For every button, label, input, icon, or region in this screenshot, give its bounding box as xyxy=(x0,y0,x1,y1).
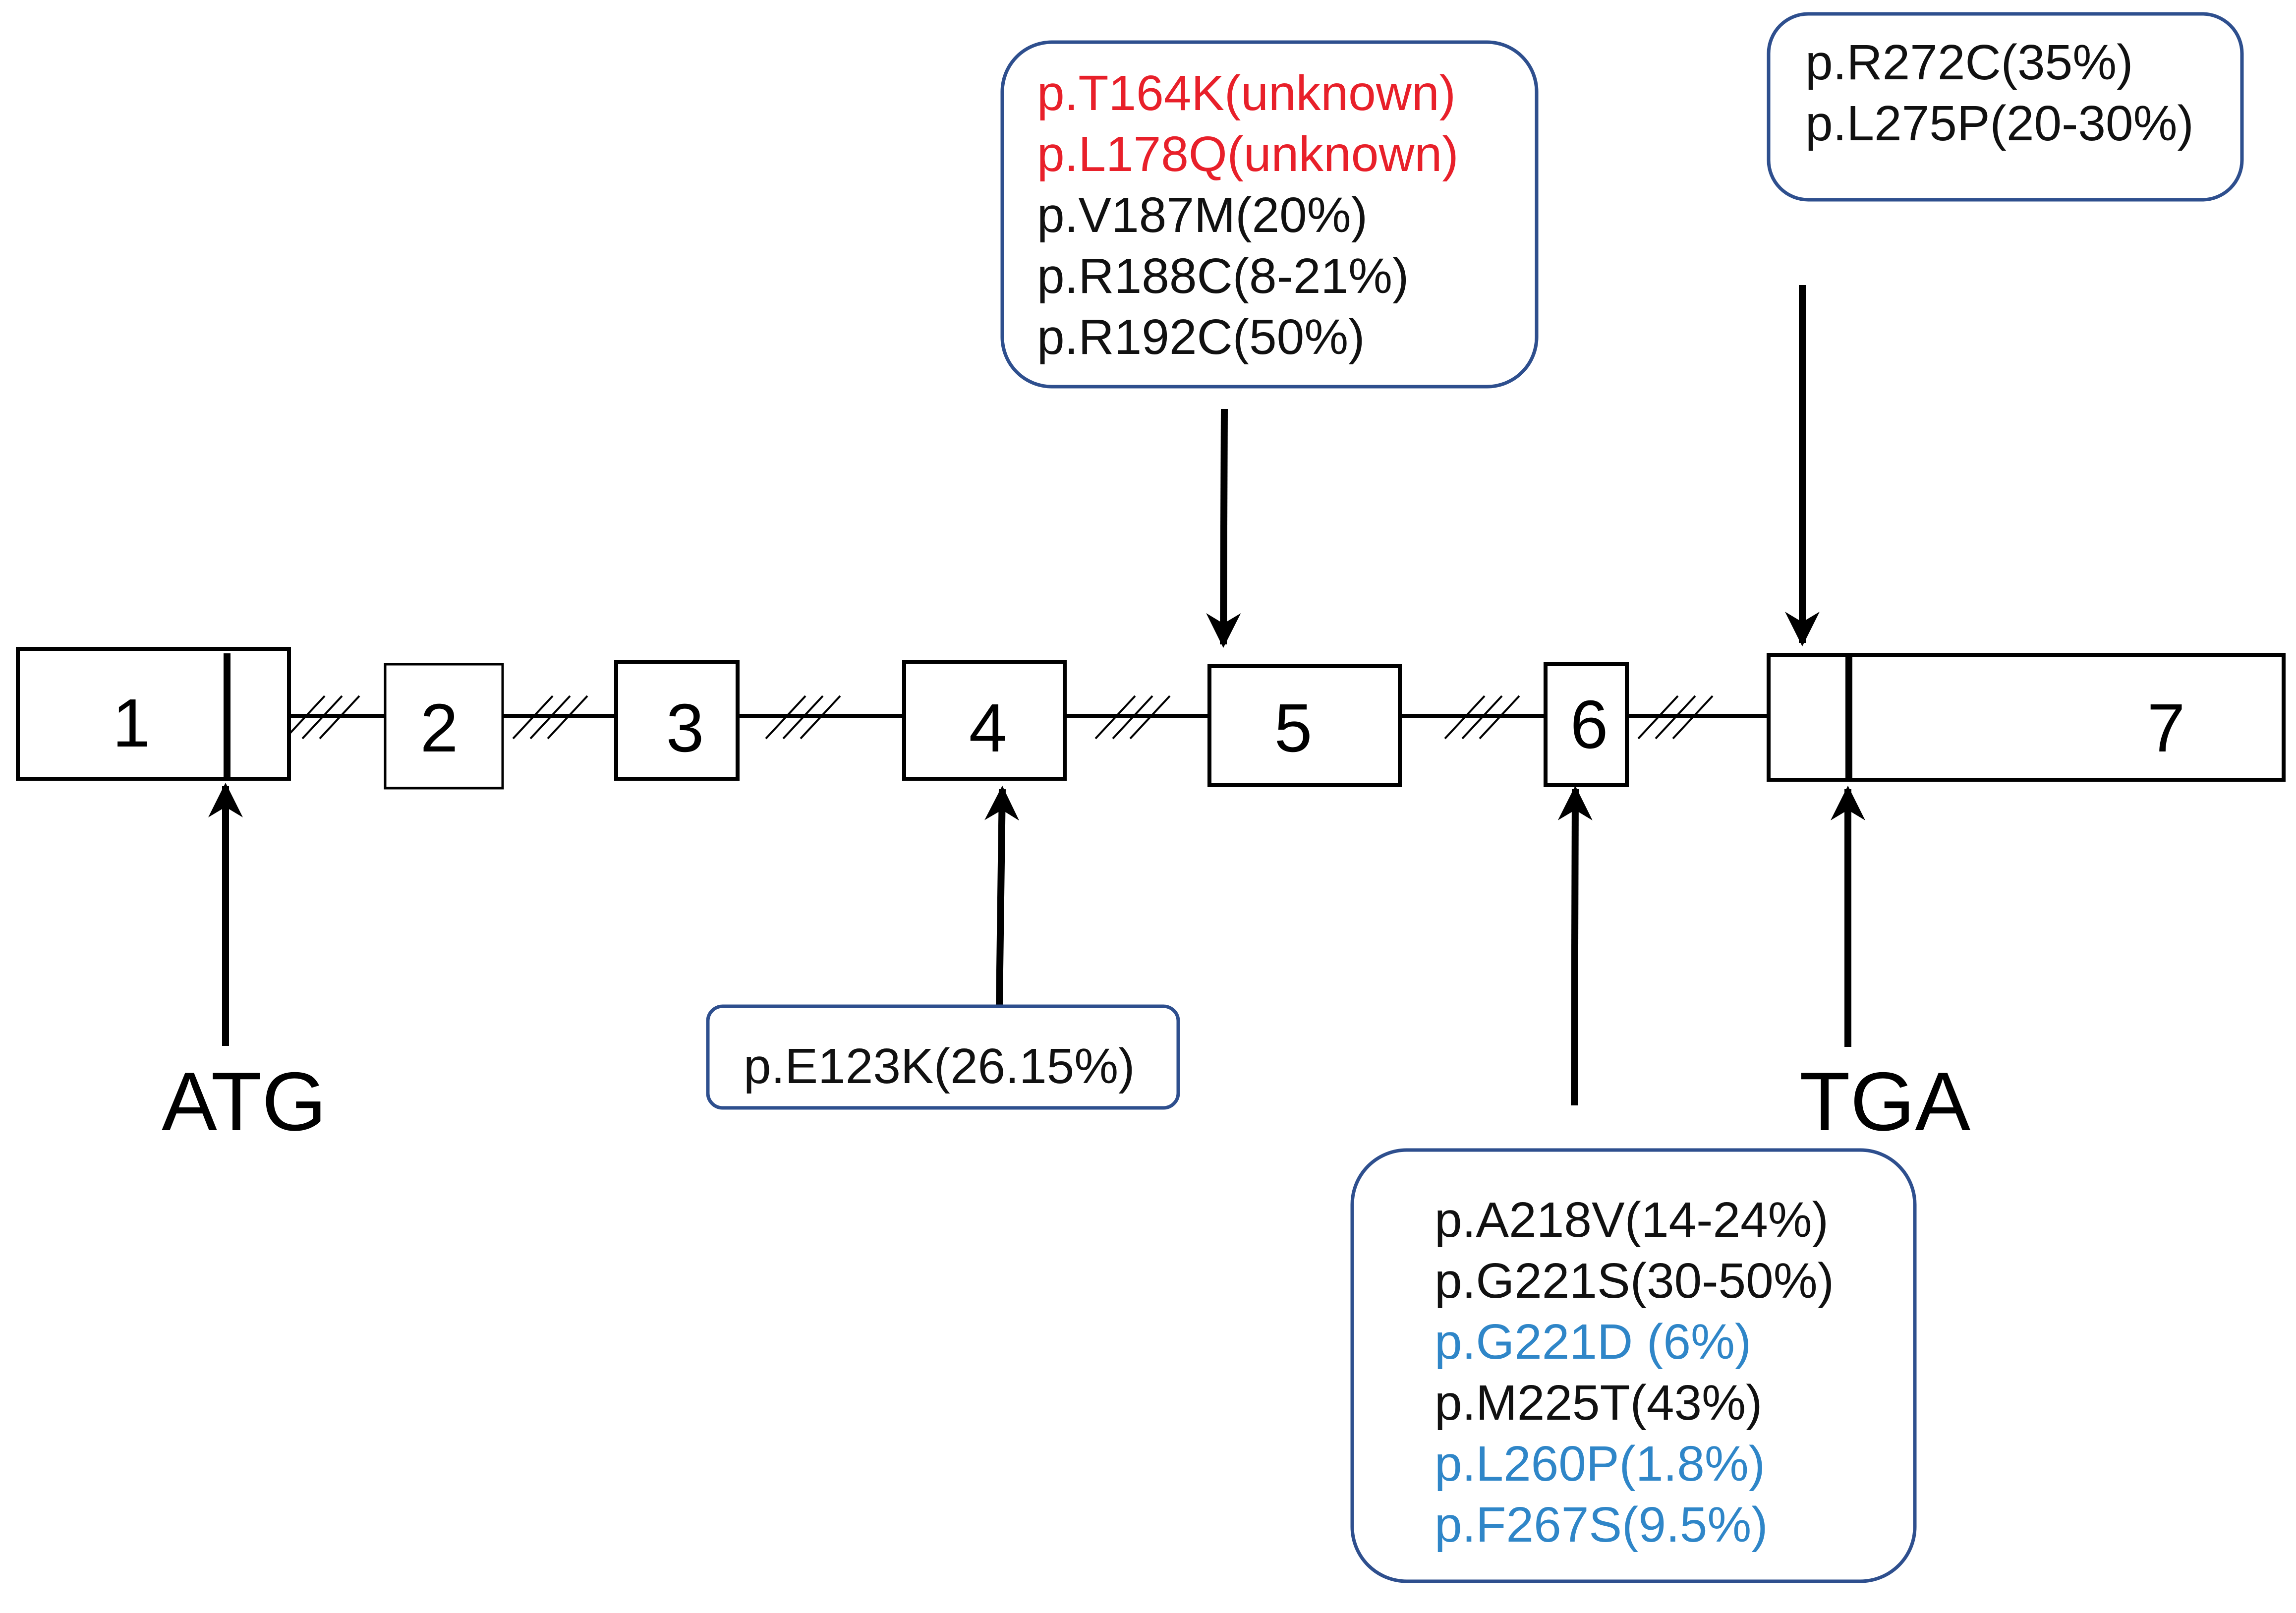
exon-6-label: 6 xyxy=(1570,687,1608,763)
exon-6-box xyxy=(1544,662,1629,787)
break-mark xyxy=(284,695,360,740)
mutation-item: p.T164K(unknown) xyxy=(1037,65,1456,121)
exon-6-mutation-box: p.A218V(14-24%) p.G221S(30-50%) p.G221D … xyxy=(1350,1148,1917,1583)
stop-codon-label: TGA xyxy=(1799,1055,1970,1148)
exon-3: 3 xyxy=(614,660,740,781)
exon-7-box xyxy=(1767,653,2286,782)
exon-2-box xyxy=(384,663,504,790)
mutation-item: p.R188C(8-21%) xyxy=(1037,248,1409,304)
exon-3-label: 3 xyxy=(666,690,704,766)
exon-4-mutation-box-frame xyxy=(706,1004,1180,1110)
break-mark xyxy=(1444,695,1520,740)
exon-4-mutation-box: p.E123K(26.15%) xyxy=(706,1004,1180,1110)
exon-5-label: 5 xyxy=(1274,690,1313,766)
exon-2-label: 2 xyxy=(420,690,459,766)
mutation-item: p.L275P(20-30%) xyxy=(1805,96,2194,151)
mutation-item: p.R272C(35%) xyxy=(1805,35,2133,90)
exon-1: 1 xyxy=(16,647,291,781)
exon-7-mutation-box-frame xyxy=(1767,12,2244,202)
mutation-item: p.G221D (6%) xyxy=(1435,1314,1751,1370)
exon-5-mutation-box-frame xyxy=(1000,40,1539,389)
mutation-item: p.F267S(9.5%) xyxy=(1435,1497,1768,1553)
mutation-item: p.E123K(26.15%) xyxy=(744,1038,1135,1094)
exon-5-mutation-box: p.T164K(unknown) p.L178Q(unknown) p.V187… xyxy=(1000,40,1539,389)
break-mark xyxy=(1637,695,1714,740)
mutation-item: p.V187M(20%) xyxy=(1037,187,1368,243)
exon-7: 7 xyxy=(1767,653,2286,782)
exon-2: 2 xyxy=(384,663,504,790)
exon-4-box xyxy=(902,660,1067,781)
exon-4-label: 4 xyxy=(969,690,1007,766)
mutation-item: p.L178Q(unknown) xyxy=(1037,126,1459,182)
start-codon-label: ATG xyxy=(162,1055,327,1148)
exon-6-mutation-box-frame xyxy=(1350,1148,1917,1583)
intron-break-marks xyxy=(284,695,1714,740)
mutation-item: p.G221S(30-50%) xyxy=(1435,1253,1834,1309)
exon-4: 4 xyxy=(902,660,1067,781)
mutation-item: p.L260P(1.8%) xyxy=(1435,1436,1765,1492)
exon-1-box xyxy=(16,647,291,781)
mutation-item: p.A218V(14-24%) xyxy=(1435,1192,1829,1248)
exon-1-label: 1 xyxy=(113,685,151,761)
exon-5-box xyxy=(1207,664,1402,787)
exon-7-label: 7 xyxy=(2147,690,2185,766)
exon-6: 6 xyxy=(1544,662,1629,787)
exon-3-box xyxy=(614,660,740,781)
exon-4-mutation-arrow xyxy=(984,786,1020,1007)
mutation-item: p.R192C(50%) xyxy=(1037,309,1365,365)
exon-5: 5 xyxy=(1207,664,1402,787)
exon-5-mutation-arrow xyxy=(1206,408,1241,648)
break-mark xyxy=(765,695,841,740)
mutation-item: p.M225T(43%) xyxy=(1435,1375,1762,1431)
break-mark xyxy=(512,695,588,740)
break-mark xyxy=(1094,695,1171,740)
exon-6-mutation-arrow xyxy=(1557,786,1593,1106)
exon-7-mutation-box: p.R272C(35%) p.L275P(20-30%) xyxy=(1767,12,2244,202)
